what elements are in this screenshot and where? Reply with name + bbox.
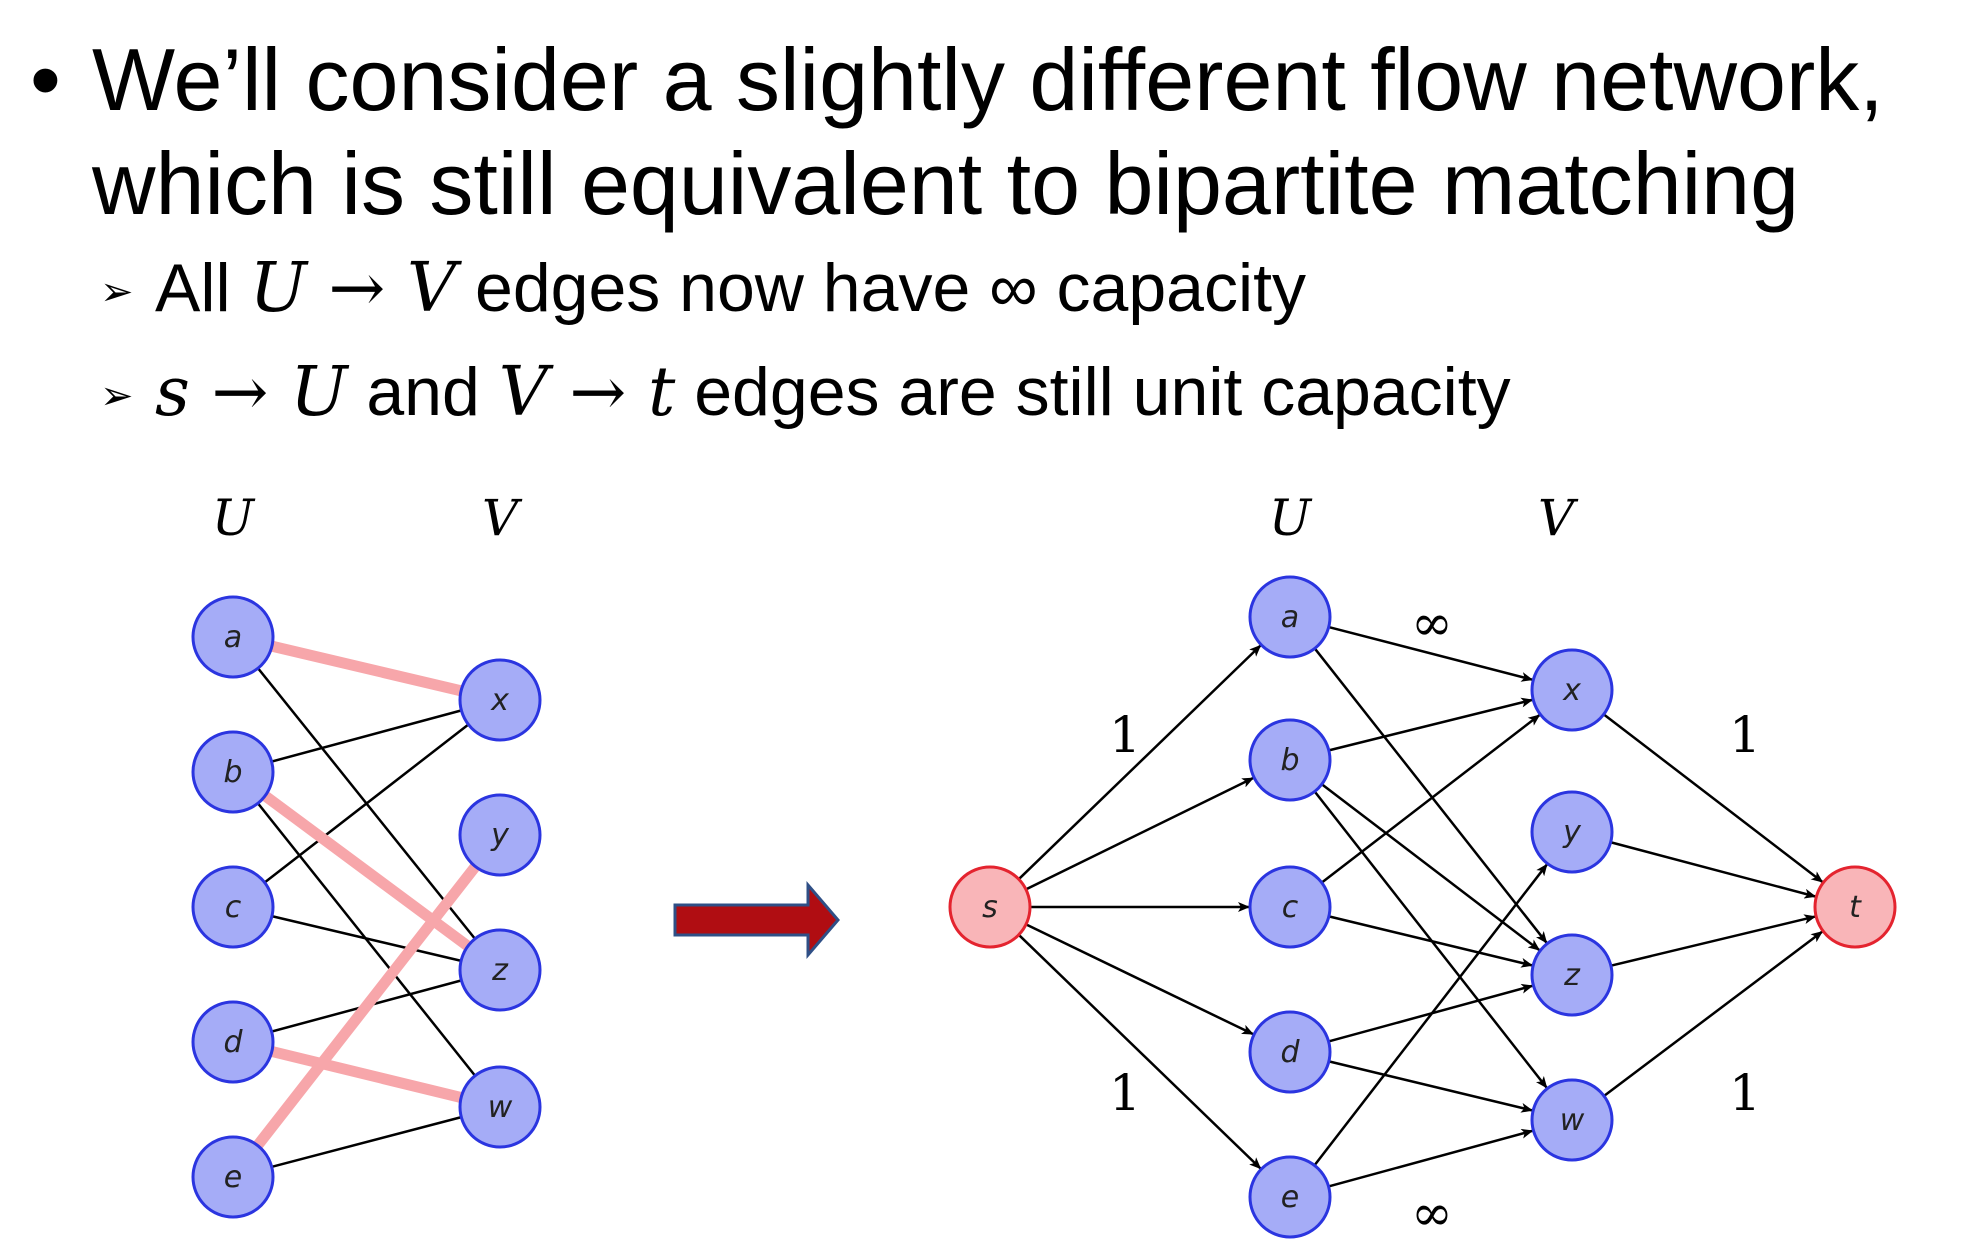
left-node-label-d: d [223, 1025, 243, 1060]
right-node-label-t: t [1849, 890, 1862, 925]
cap-label-infinity-bottom: ∞ [1411, 1184, 1453, 1242]
right-graph-nodes: s t a b c d e x y z w [948, 575, 1897, 1239]
main-bullet-line-1: We’ll consider a slightly different flow… [92, 30, 1884, 129]
right-edge-b-x [1328, 697, 1534, 752]
left-node-label-z: z [491, 953, 509, 988]
left-node-x [458, 658, 542, 742]
left-node-z [458, 928, 542, 1012]
right-node-b [1248, 718, 1332, 802]
matching-edge-e-y [227, 829, 506, 1183]
left-node-d [191, 1000, 275, 1084]
main-bullet-line-2: which is still equivalent to bipartite m… [92, 134, 1800, 233]
right-edge-d-w [1328, 1060, 1534, 1113]
right-edge-x-t [1602, 713, 1824, 884]
left-node-label-b: b [223, 755, 242, 790]
left-edge-c-x [232, 699, 501, 908]
right-edge-c-z [1328, 915, 1534, 968]
left-node-w [458, 1065, 542, 1149]
left-edge-b-x [232, 698, 501, 774]
left-node-b [191, 730, 275, 814]
cap-label-t-top: 1 [1729, 706, 1761, 764]
left-edge-c-z [232, 905, 501, 972]
right-node-label-b: b [1280, 743, 1299, 778]
left-col-u-label: U [212, 489, 256, 547]
right-node-label-a: a [1281, 600, 1299, 635]
sub-bullet-2: ➢s → U and V → t edges are still unit ca… [100, 352, 1511, 436]
left-node-y [458, 793, 542, 877]
left-graph-matching [227, 631, 506, 1183]
right-node-label-c: c [1282, 890, 1299, 925]
right-edge-b-z [1321, 783, 1541, 952]
sub-bullet-1: ➢All U → V edges now have ∞ capacity [100, 248, 1306, 332]
right-edge-s-d [1025, 923, 1254, 1036]
matching-edge-d-w [227, 1036, 506, 1113]
right-node-x [1530, 648, 1614, 732]
right-node-label-e: e [1281, 1180, 1299, 1215]
right-node-label-y: y [1562, 815, 1582, 850]
left-node-c [191, 865, 275, 949]
right-edge-c-x [1320, 714, 1541, 884]
right-col-v-label: V [1538, 489, 1579, 547]
left-edge-e-w [232, 1105, 501, 1179]
big-right-arrow-icon [673, 880, 840, 960]
left-node-label-y: y [490, 818, 510, 853]
left-node-label-w: w [488, 1090, 513, 1125]
right-edge-y-t [1610, 841, 1817, 899]
left-node-label-a: a [224, 620, 242, 655]
right-node-a [1248, 575, 1332, 659]
right-node-label-x: x [1562, 673, 1581, 708]
right-node-e [1248, 1155, 1332, 1239]
right-edge-a-x [1328, 625, 1534, 682]
right-node-c [1248, 865, 1332, 949]
cap-label-s-top: 1 [1109, 706, 1141, 764]
right-node-label-z: z [1563, 958, 1581, 993]
left-node-label-e: e [224, 1160, 242, 1195]
right-edge-w-t [1603, 930, 1824, 1097]
arrowhead-bullet-icon: ➢ [100, 374, 134, 418]
left-node-label-x: x [490, 683, 509, 718]
cap-label-t-bottom: 1 [1729, 1064, 1761, 1122]
right-col-u-label: U [1269, 489, 1313, 547]
right-graph-edges [1017, 625, 1824, 1188]
right-edge-a-z [1313, 647, 1548, 944]
right-edge-s-a [1017, 644, 1262, 881]
left-node-label-c: c [225, 890, 242, 925]
matching-edge-b-z [227, 766, 506, 976]
left-node-a [191, 595, 275, 679]
right-node-label-s: s [982, 890, 998, 925]
cap-label-infinity-top: ∞ [1411, 594, 1453, 652]
left-node-e [191, 1135, 275, 1219]
left-col-v-label: V [482, 489, 523, 547]
right-node-z [1530, 933, 1614, 1017]
right-edge-s-e [1017, 933, 1262, 1170]
right-node-label-d: d [1280, 1035, 1300, 1070]
right-edge-b-w [1313, 790, 1548, 1089]
right-node-s [948, 865, 1032, 949]
right-edge-s-b [1025, 776, 1255, 891]
right-node-d [1248, 1010, 1332, 1094]
bullet-dot-icon: • [30, 30, 61, 129]
right-node-w [1530, 1078, 1614, 1162]
right-node-t [1813, 865, 1897, 949]
left-graph-nodes: a b c d e x y z w [191, 595, 542, 1219]
cap-label-s-bottom: 1 [1109, 1064, 1141, 1122]
arrowhead-bullet-icon: ➢ [100, 270, 134, 314]
right-node-y [1530, 790, 1614, 874]
right-edge-z-t [1610, 914, 1817, 967]
matching-edge-a-x [227, 631, 506, 706]
right-edge-e-w [1328, 1128, 1534, 1188]
right-node-label-w: w [1560, 1103, 1585, 1138]
right-edge-e-y [1313, 863, 1548, 1167]
